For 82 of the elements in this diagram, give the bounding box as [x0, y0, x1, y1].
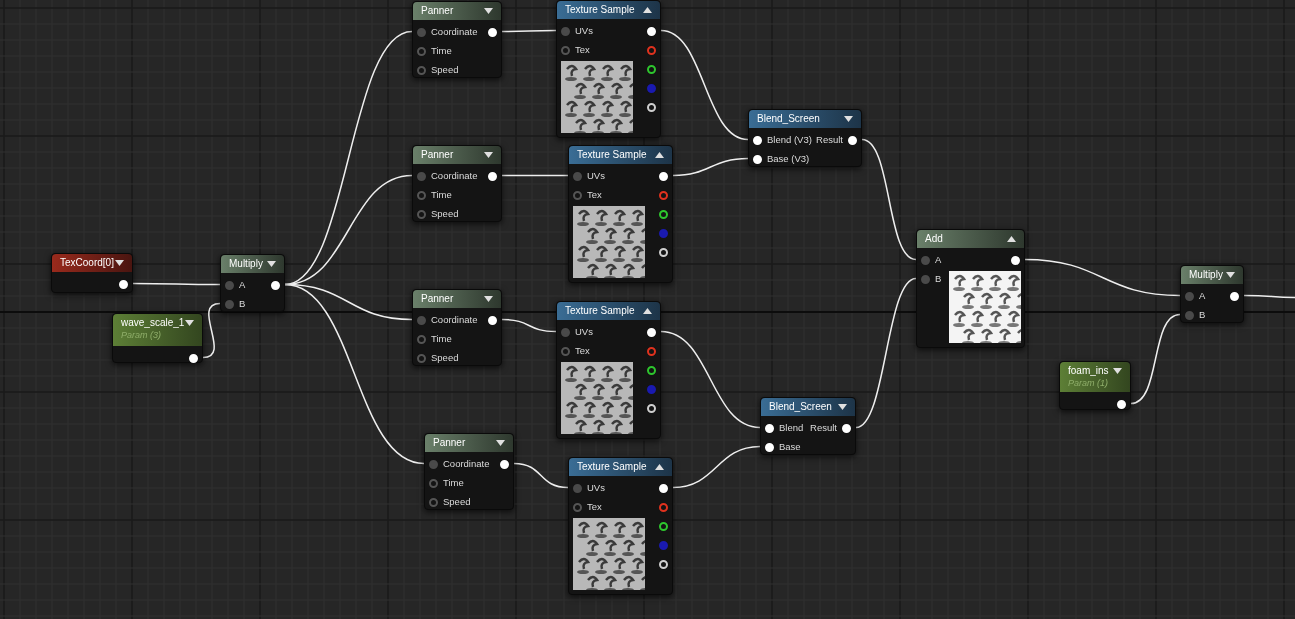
pin-label: Tex — [575, 43, 590, 58]
material-node — [412, 289, 502, 366]
material-node — [568, 145, 673, 283]
node-title: Texture Sample — [577, 148, 647, 161]
material-node — [424, 433, 514, 510]
pin-label: Result — [810, 421, 837, 436]
node-title: Texture Sample — [565, 304, 635, 317]
pin-label: Coordinate — [431, 313, 478, 328]
material-node — [412, 145, 502, 222]
node-title: wave_scale_1 — [121, 316, 185, 329]
material-node — [916, 229, 1025, 348]
pin-label: Time — [431, 44, 452, 59]
pin-label: UVs — [575, 24, 593, 39]
pin-label: Coordinate — [431, 25, 478, 40]
wire — [284, 283, 425, 465]
wire — [284, 30, 413, 286]
wire — [855, 277, 917, 429]
pin-label: A — [1199, 289, 1206, 304]
pin-label: Coordinate — [431, 169, 478, 184]
pin-label: Coordinate — [443, 457, 490, 472]
node-title: Blend_Screen — [769, 400, 832, 413]
pin-label: A — [935, 253, 942, 268]
pin-label: Speed — [431, 351, 459, 366]
wire — [861, 138, 917, 261]
node-title: Panner — [433, 436, 466, 449]
node-title: Texture Sample — [565, 3, 635, 16]
material-node — [412, 1, 502, 78]
pin-label: Time — [431, 188, 452, 203]
wire — [672, 445, 761, 489]
pin-label: Speed — [431, 63, 459, 78]
pin-label: Time — [431, 332, 452, 347]
pin-label: UVs — [587, 169, 605, 184]
material-node — [760, 397, 856, 455]
pin-label: B — [1199, 308, 1206, 323]
pin-label: Speed — [431, 207, 459, 222]
node-title: foam_ins — [1068, 364, 1109, 377]
node-title: Multiply — [229, 257, 263, 270]
pin-label: B — [935, 272, 942, 287]
material-node — [1180, 265, 1244, 323]
node-title: TexCoord[0] — [60, 256, 114, 269]
node-title: Multiply — [1189, 268, 1223, 281]
wire — [660, 330, 761, 429]
material-node — [51, 253, 133, 293]
material-node — [568, 457, 673, 595]
pin-label: Base (V3) — [767, 152, 810, 167]
param-subtitle: Param (1) — [1068, 377, 1109, 390]
wire — [202, 302, 221, 359]
pin-label: Blend — [779, 421, 804, 436]
pin-label: Tex — [587, 500, 602, 515]
wire — [660, 29, 749, 141]
node-title: Panner — [421, 292, 454, 305]
pin-label: Base — [779, 440, 801, 455]
pin-label: A — [239, 278, 246, 293]
material-node — [1059, 361, 1131, 410]
wire — [1024, 258, 1181, 297]
pin-label: UVs — [587, 481, 605, 496]
wire — [1130, 313, 1181, 405]
wire — [501, 174, 569, 177]
material-node — [112, 313, 203, 363]
material-node — [556, 0, 661, 138]
pin-label: Time — [443, 476, 464, 491]
wire — [501, 318, 557, 333]
node-title: Blend_Screen — [757, 112, 820, 125]
pin-label: B — [239, 297, 246, 312]
pin-label: Tex — [587, 188, 602, 203]
material-node — [748, 109, 862, 167]
node-title: Texture Sample — [577, 460, 647, 473]
pin-label: UVs — [575, 325, 593, 340]
wire — [501, 29, 557, 33]
node-title: Add — [925, 232, 943, 245]
pin-label: Speed — [443, 495, 471, 510]
material-node — [556, 301, 661, 439]
material-node — [220, 254, 285, 312]
wire — [132, 282, 221, 286]
pin-label: Blend (V3) — [767, 133, 812, 148]
wire — [672, 157, 749, 177]
node-title: Panner — [421, 4, 454, 17]
wire — [1243, 294, 1295, 299]
pin-label: Result — [816, 133, 843, 148]
pin-label: Tex — [575, 344, 590, 359]
node-title: Panner — [421, 148, 454, 161]
wire — [513, 462, 569, 489]
